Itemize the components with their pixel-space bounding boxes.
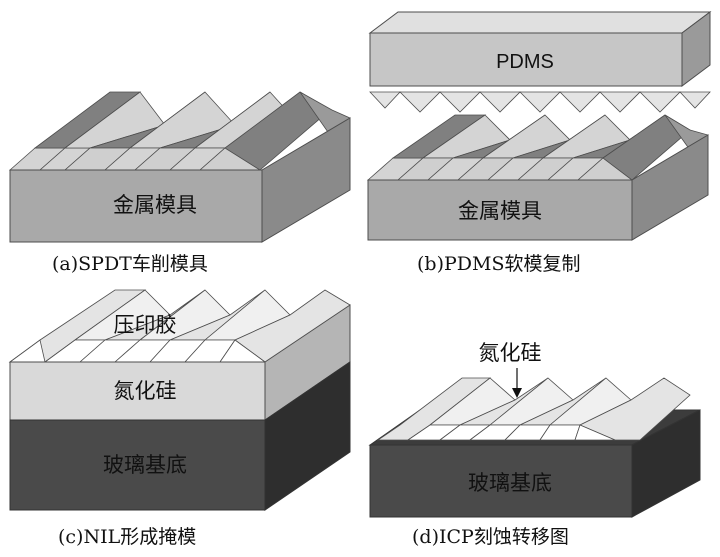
pdms-tooth <box>369 91 401 109</box>
pointer-arrow-head <box>512 388 522 398</box>
metal-mold-front <box>367 179 633 241</box>
nitride-front <box>9 361 266 421</box>
panel-d-pointer-label: 氮化硅 <box>479 341 542 365</box>
panel-d: 玻璃基底 氮化硅 (d)ICP刻蚀转移图 <box>368 341 701 548</box>
pdms-label: PDMS <box>496 51 554 73</box>
metal-mold-front <box>9 169 263 243</box>
pdms-tooth <box>439 91 481 113</box>
pdms-tooth <box>679 91 711 109</box>
panel-a: 金属模具 (a)SPDT车削模具 <box>8 91 351 275</box>
pdms-front-face <box>369 32 683 87</box>
panel-d-block-label: 玻璃基底 <box>468 471 552 495</box>
panel-b: PDMS <box>366 11 712 275</box>
pdms-tooth <box>479 91 521 113</box>
nitride-ridges <box>376 377 691 441</box>
pdms-tooth <box>559 91 601 113</box>
panel-c: 压印胶 氮化硅 玻璃基底 (c)NIL形成掩模 <box>8 289 351 548</box>
resist-ridges <box>8 289 351 363</box>
glass-front <box>9 419 266 511</box>
panel-b-caption: (b)PDMS软模复制 <box>417 253 580 275</box>
nitride-tooth <box>574 424 616 441</box>
pdms-tooth <box>639 91 681 113</box>
glass-front <box>369 444 633 518</box>
panel-a-caption: (a)SPDT车削模具 <box>52 253 208 275</box>
nitride-label: 氮化硅 <box>114 379 177 403</box>
glass-label: 玻璃基底 <box>103 453 187 477</box>
resist-label: 压印胶 <box>114 313 177 337</box>
resist-tooth <box>8 339 46 363</box>
panel-a-ridges <box>8 91 351 171</box>
pdms-tooth <box>519 91 561 113</box>
pdms-top-face <box>368 11 712 34</box>
panel-c-caption: (c)NIL形成掩模 <box>58 526 196 548</box>
panel-a-block-label: 金属模具 <box>113 193 197 217</box>
pdms-tooth <box>399 91 441 113</box>
panel-d-caption: (d)ICP刻蚀转移图 <box>412 526 569 548</box>
panel-b-block-label: 金属模具 <box>458 199 542 223</box>
pdms-teeth <box>369 91 711 113</box>
pdms-tooth <box>599 91 641 113</box>
